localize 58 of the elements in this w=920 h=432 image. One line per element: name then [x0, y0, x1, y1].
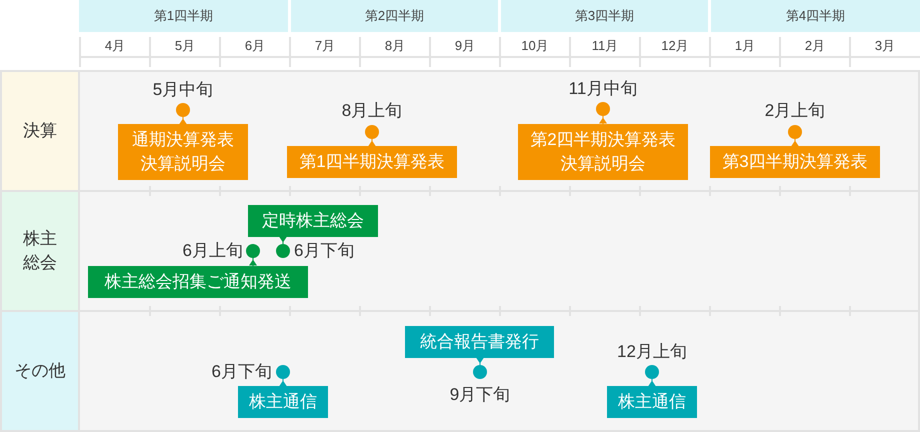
timeline-row — [0, 310, 920, 432]
milestone-dot — [176, 103, 190, 117]
month-label: 4月 — [104, 38, 126, 54]
month-label: 5月 — [174, 38, 196, 54]
milestone-dot — [473, 365, 487, 379]
month-label: 11月 — [592, 38, 618, 54]
milestone-dot — [276, 244, 290, 258]
callout-pointer — [368, 138, 376, 146]
callout-pointer — [179, 116, 187, 124]
event-callout: 第3四半期決算発表 — [710, 146, 880, 178]
date-label: 8月上旬 — [342, 101, 402, 121]
date-label: 2月上旬 — [764, 101, 826, 121]
quarter-header: 第3四半期 — [501, 0, 708, 32]
callout-pointer — [249, 258, 257, 266]
date-label: 6月上旬 — [182, 241, 243, 261]
month-label: 7月 — [314, 38, 336, 54]
timeline-row — [0, 70, 920, 190]
milestone-dot — [645, 365, 659, 379]
callout-pointer — [476, 358, 484, 366]
event-callout: 通期決算発表決算説明会 — [118, 124, 248, 180]
callout-pointer — [279, 236, 287, 244]
month-label: 3月 — [874, 38, 896, 54]
timeline-row — [0, 190, 920, 310]
date-label: 6月下旬 — [294, 241, 354, 261]
month-label: 2月 — [804, 38, 826, 54]
event-callout: 株主総会招集ご通知発送 — [88, 266, 308, 298]
callout-pointer — [648, 378, 656, 386]
milestone-dot — [365, 125, 379, 139]
month-label: 1月 — [734, 38, 756, 54]
row-header: 株主総会 — [2, 192, 80, 310]
row-header: その他 — [2, 312, 80, 430]
milestone-dot — [788, 125, 802, 139]
callout-pointer — [279, 378, 287, 386]
milestone-dot — [246, 244, 260, 258]
month-label: 9月 — [454, 38, 476, 54]
event-callout: 統合報告書発行 — [405, 326, 554, 358]
event-callout: 株主通信 — [238, 386, 328, 418]
event-callout: 第2四半期決算発表決算説明会 — [518, 124, 688, 180]
event-callout: 第1四半期決算発表 — [287, 146, 457, 178]
milestone-dot — [596, 102, 610, 116]
event-callout: 定時株主総会 — [248, 205, 378, 237]
callout-pointer — [791, 138, 799, 146]
month-label: 6月 — [244, 38, 266, 54]
date-label: 12月上旬 — [617, 342, 687, 362]
callout-pointer — [599, 116, 607, 124]
quarter-header: 第1四半期 — [79, 0, 288, 32]
month-label: 8月 — [384, 38, 406, 54]
milestone-dot — [276, 365, 290, 379]
month-label: 12月 — [661, 38, 689, 54]
event-callout: 株主通信 — [607, 386, 697, 418]
row-header: 決算 — [2, 72, 80, 190]
month-label: 10月 — [521, 38, 549, 54]
quarter-header: 第2四半期 — [291, 0, 498, 32]
quarter-header: 第4四半期 — [711, 0, 920, 32]
date-label: 9月下旬 — [450, 385, 510, 405]
date-label: 6月下旬 — [212, 362, 272, 382]
date-label: 11月中旬 — [568, 79, 638, 99]
date-label: 5月中旬 — [152, 80, 214, 100]
